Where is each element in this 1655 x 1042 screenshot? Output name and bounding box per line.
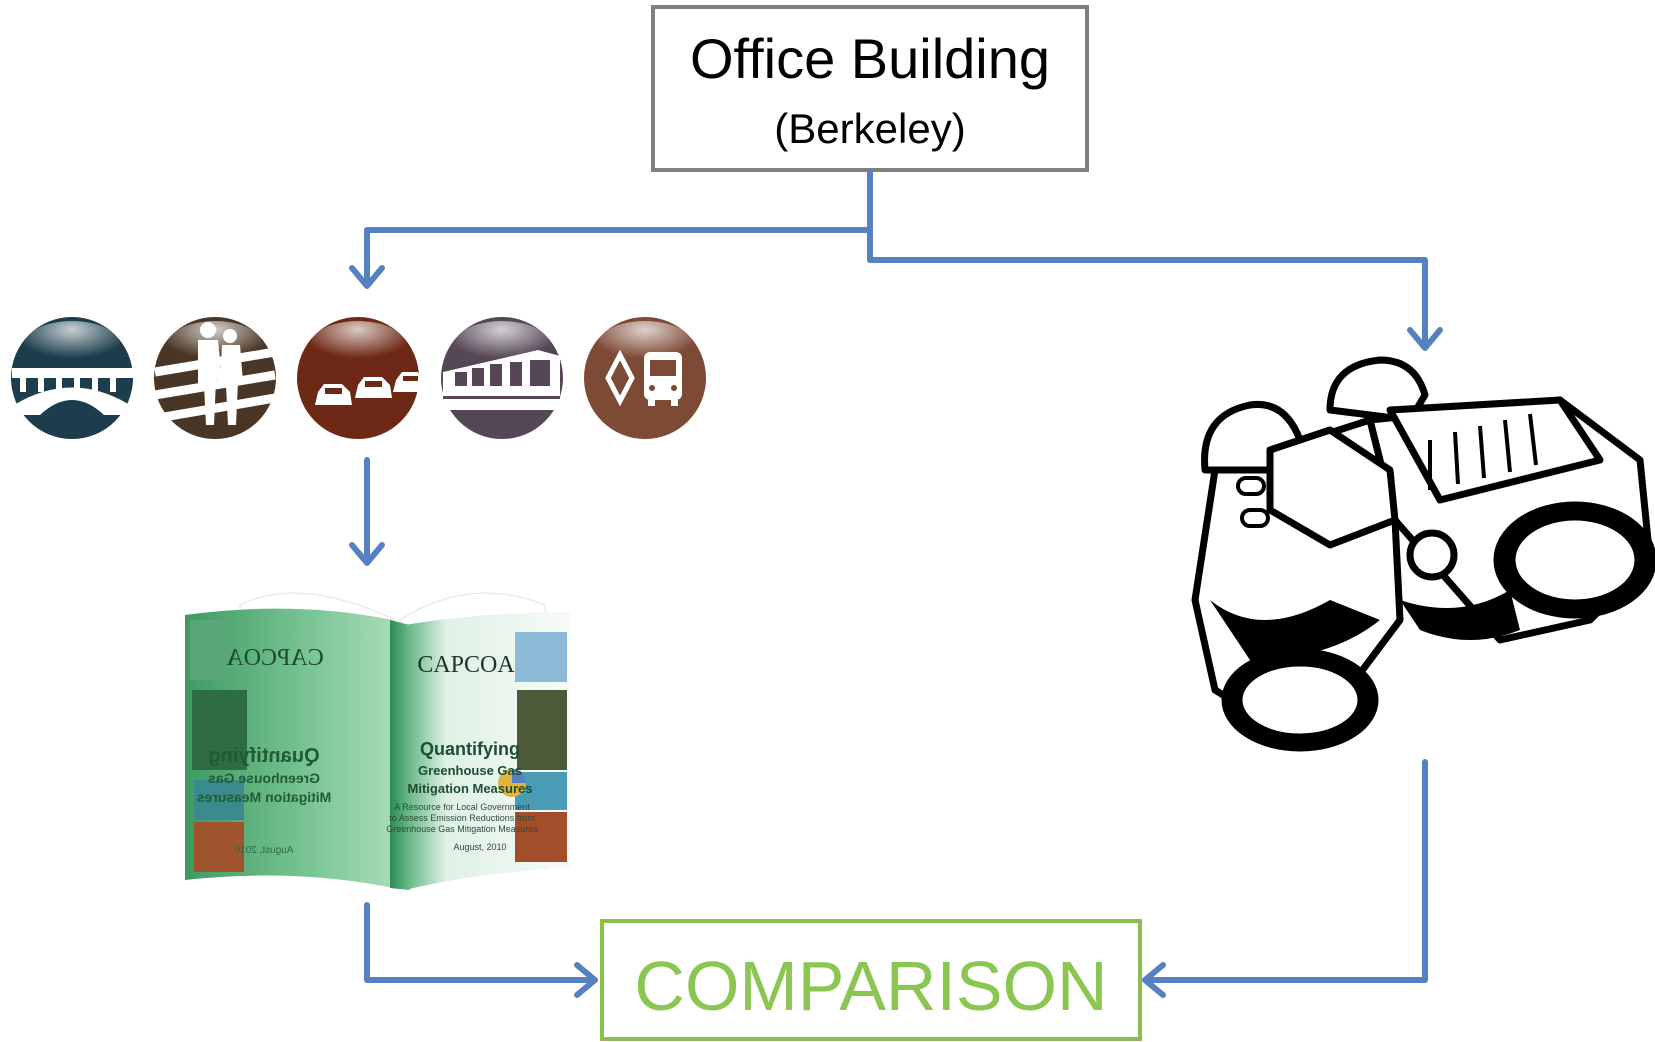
office-building-title: Office Building [690, 27, 1050, 90]
capcoa-book: CAPCOA CAPCOA Quantifying Greenhouse Gas… [185, 592, 570, 890]
book-to-comparison-line [364, 902, 595, 983]
book-desc-3: Greenhouse Gas Mitigation Measures [386, 824, 538, 834]
comparison-box: COMPARISON [600, 919, 1142, 1041]
book-desc-2: to Assess Emission Reductions from [389, 813, 535, 823]
book-left-title-2: Greenhouse Gas [208, 770, 320, 786]
book-left-mosaic [190, 620, 247, 872]
binoculars-to-comparison-line [1145, 759, 1428, 983]
book-left-title-1: Quantifying [208, 745, 319, 767]
book-title-3: Mitigation Measures [408, 781, 533, 796]
book-left-title-3: Mitigation Measures [197, 789, 332, 805]
connector-arrows [349, 169, 1443, 998]
hov-bus-icon [584, 317, 706, 439]
book-org-right: CAPCOA [417, 652, 515, 678]
binoculars-icon [1191, 356, 1655, 752]
book-date: August, 2010 [453, 842, 506, 852]
arrowhead-binoculars-comparison [1142, 962, 1166, 998]
train-icon [441, 317, 563, 439]
book-title-1: Quantifying [420, 739, 520, 759]
comparison-label: COMPARISON [634, 947, 1107, 1025]
arrowhead-book-comparison [574, 962, 598, 998]
bridge-icon [11, 317, 134, 439]
arrowhead-to-binoculars [1407, 327, 1443, 351]
book-right-mosaic [498, 632, 567, 862]
arrowhead-to-book [349, 542, 385, 566]
split-left-line [364, 227, 873, 286]
office-building-box: Office Building (Berkeley) [651, 5, 1089, 172]
pedestrians-icon [154, 317, 276, 439]
book-title-2: Greenhouse Gas [418, 763, 522, 778]
cars-icon [297, 317, 422, 439]
book-desc-1: A Resource for Local Government [394, 802, 530, 812]
arrowhead-to-icons [349, 265, 385, 289]
office-building-subtitle: (Berkeley) [774, 105, 965, 152]
book-left-date: August, 2010 [234, 845, 293, 856]
book-org-left: CAPCOA [226, 645, 324, 671]
office-to-split-line [867, 169, 1428, 348]
